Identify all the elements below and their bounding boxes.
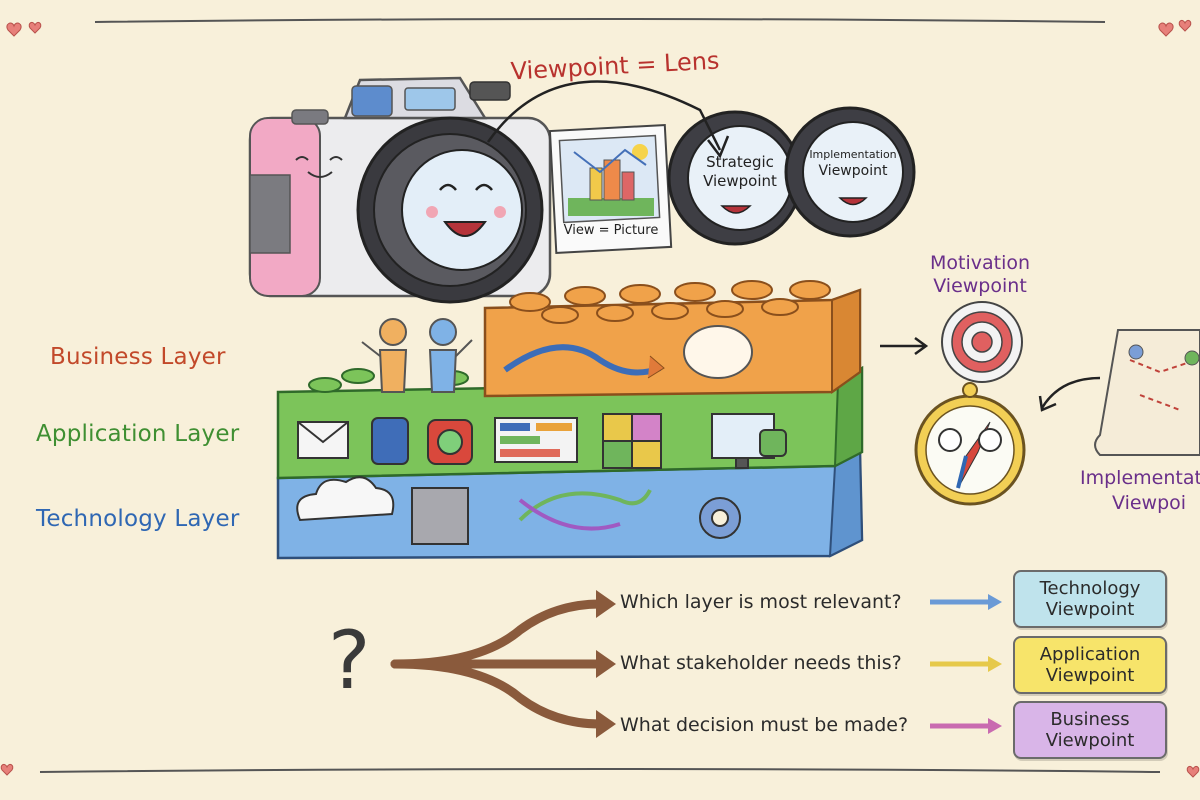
strategic-lens-line1: Strategic	[706, 153, 774, 171]
cable-icon	[518, 489, 652, 522]
business-block	[483, 280, 862, 398]
strategic-lens-line2: Viewpoint	[703, 172, 777, 190]
business-layer-label: Business Layer	[50, 344, 226, 370]
application-layer-label: Application Layer	[36, 421, 240, 447]
application-viewpoint-line2: Viewpoint	[1045, 665, 1135, 686]
lens-arc-arrow	[486, 80, 722, 151]
compass-icon	[914, 382, 1026, 506]
photo-caption: View = Picture	[563, 223, 659, 238]
heart-icon	[0, 763, 14, 776]
branch-arrows	[390, 599, 605, 729]
heart-icon	[6, 22, 22, 37]
technology-layer-label: Technology Layer	[36, 506, 240, 532]
photo-card	[548, 123, 673, 254]
heart-icon	[1158, 22, 1174, 37]
frame-border	[39, 18, 1161, 773]
technology-viewpoint-line2: Viewpoint	[1045, 599, 1135, 620]
heart-icon	[1186, 765, 1200, 778]
technology-viewpoint-box: Technology Viewpoint	[1013, 570, 1167, 628]
technology-icons	[296, 476, 741, 545]
database-icon	[371, 417, 409, 465]
lens-face	[439, 183, 493, 191]
implementation-lens	[784, 106, 916, 238]
motivation-viewpoint-label: Motivation Viewpoint	[915, 252, 1045, 298]
strategic-lens-label: Strategic Viewpoint	[690, 153, 790, 191]
motivation-line1: Motivation	[929, 252, 1031, 274]
technology-viewpoint-line1: Technology	[1039, 578, 1141, 599]
application-viewpoint-box: Application Viewpoint	[1013, 636, 1167, 694]
business-viewpoint-box: Business Viewpoint	[1013, 701, 1167, 759]
server-icon	[411, 487, 469, 545]
cloud-icon	[296, 476, 395, 522]
heart-icon	[28, 21, 42, 34]
viewpoint-arrows	[930, 594, 1002, 734]
question-mark-icon: ?	[328, 614, 370, 707]
question-decision: What decision must be made?	[620, 714, 909, 736]
branch-arrowheads	[596, 590, 616, 738]
implementation-viewpoint-label: Implementat Viewpoi	[1080, 466, 1200, 516]
implementation-lens-line1: Implementation	[809, 148, 897, 161]
implementation-line1: Implementat	[1080, 467, 1200, 489]
map-scroll-icon	[1094, 329, 1200, 456]
business-viewpoint-line2: Viewpoint	[1045, 730, 1135, 751]
motivation-line2: Viewpoint	[933, 275, 1027, 297]
question-stakeholder: What stakeholder needs this?	[620, 652, 902, 674]
application-icons	[297, 413, 787, 469]
heart-icon	[1178, 19, 1192, 32]
question-layer: Which layer is most relevant?	[620, 591, 902, 613]
motivation-target-icon	[941, 301, 1023, 383]
camera-face	[295, 156, 343, 178]
heart-icons	[0, 19, 1200, 778]
implementation-line2: Viewpoi	[1112, 492, 1187, 514]
lens-arc-arrowhead	[707, 135, 730, 159]
application-viewpoint-line1: Application	[1039, 644, 1141, 665]
people-figures	[361, 318, 473, 393]
business-viewpoint-line1: Business	[1050, 709, 1130, 730]
camera-illustration	[248, 76, 552, 304]
map-arrow	[1038, 376, 1101, 412]
implementation-lens-label: Implementation Viewpoint	[800, 146, 906, 180]
motivation-arrow	[880, 336, 929, 356]
implementation-lens-line2: Viewpoint	[818, 163, 888, 179]
